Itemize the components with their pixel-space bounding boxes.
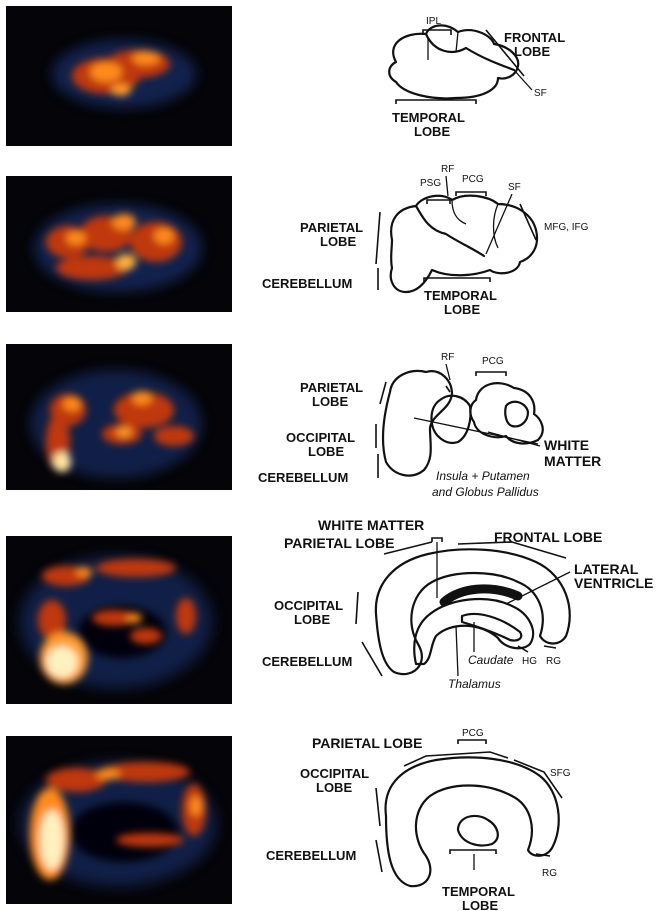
label-sf: SF <box>534 88 547 99</box>
pet-scan-4 <box>6 536 232 704</box>
label-pcg: PCG <box>462 174 484 185</box>
label-occipital-lobe-2: LOBE <box>316 780 352 795</box>
label-insula-putamen: Insula + Putamen <box>436 469 530 483</box>
label-parietal-lobe-2: LOBE <box>320 234 356 249</box>
label-occipital-lobe-2: LOBE <box>294 612 330 627</box>
label-rg: RG <box>542 868 557 879</box>
label-frontal-lobe: FRONTAL LOBE <box>494 529 602 545</box>
label-rf: RF <box>441 352 454 363</box>
label-hg: HG <box>522 656 537 667</box>
label-white-matter: WHITE MATTER <box>318 517 424 533</box>
brain-diagram-3: RF PCG PARIETAL LOBE OCCIPITAL LOBE CERE… <box>236 340 665 510</box>
label-cerebellum: CEREBELLUM <box>258 470 348 485</box>
label-frontal-lobe-2: LOBE <box>514 44 550 59</box>
label-parietal-lobe: PARIETAL LOBE <box>312 735 422 751</box>
label-parietal-lobe: PARIETAL LOBE <box>284 535 394 551</box>
label-sf: SF <box>508 182 521 193</box>
label-parietal-lobe-2: LOBE <box>312 394 348 409</box>
label-ipl: IPL <box>426 16 441 27</box>
brain-diagram-2: RF PSG PCG SF MFG, IFG PARIETAL LOBE CER… <box>236 158 665 326</box>
label-cerebellum: CEREBELLUM <box>262 276 352 291</box>
label-cerebellum: CEREBELLUM <box>262 654 352 669</box>
label-mfg-ifg: MFG, IFG <box>544 222 589 233</box>
brain-diagram-4: WHITE MATTER PARIETAL LOBE FRONTAL LOBE … <box>236 514 665 706</box>
label-temporal-lobe-2: LOBE <box>444 302 480 317</box>
label-pcg: PCG <box>482 356 504 367</box>
label-psg: PSG <box>420 178 441 189</box>
pet-scan-5 <box>6 736 232 904</box>
label-pcg: PCG <box>462 728 484 739</box>
label-globus-pallidus: and Globus Pallidus <box>432 485 539 499</box>
label-rg: RG <box>546 656 561 667</box>
label-rf: RF <box>441 164 454 175</box>
label-cerebellum: CEREBELLUM <box>266 848 356 863</box>
label-parietal-lobe: PARIETAL <box>300 220 363 235</box>
label-temporal-lobe-2: LOBE <box>462 898 498 911</box>
label-occipital-lobe: OCCIPITAL <box>300 766 369 781</box>
label-occipital-lobe: OCCIPITAL <box>286 430 355 445</box>
label-temporal-lobe: TEMPORAL <box>424 288 497 303</box>
label-temporal-lobe-2: LOBE <box>414 124 450 139</box>
label-thalamus: Thalamus <box>448 677 501 691</box>
pet-scan-1 <box>6 6 232 146</box>
pet-scan-2 <box>6 176 232 312</box>
label-ventricle: VENTRICLE <box>574 575 653 591</box>
label-occipital-lobe: OCCIPITAL <box>274 598 343 613</box>
label-parietal-lobe: PARIETAL <box>300 380 363 395</box>
pet-scan-3 <box>6 344 232 490</box>
brain-diagram-5: PARIETAL LOBE PCG SFG OCCIPITAL LOBE CER… <box>236 720 665 911</box>
label-white-matter-2: MATTER <box>544 453 601 469</box>
label-occipital-lobe-2: LOBE <box>308 444 344 459</box>
label-caudate: Caudate <box>468 653 514 667</box>
label-temporal-lobe: TEMPORAL <box>442 884 515 899</box>
label-white-matter: WHITE <box>544 437 589 453</box>
label-frontal-lobe: FRONTAL <box>504 30 565 45</box>
brain-diagram-1: IPL FRONTAL LOBE SF TEMPORAL LOBE <box>236 0 665 160</box>
label-temporal-lobe: TEMPORAL <box>392 110 465 125</box>
label-sfg: SFG <box>550 768 571 779</box>
